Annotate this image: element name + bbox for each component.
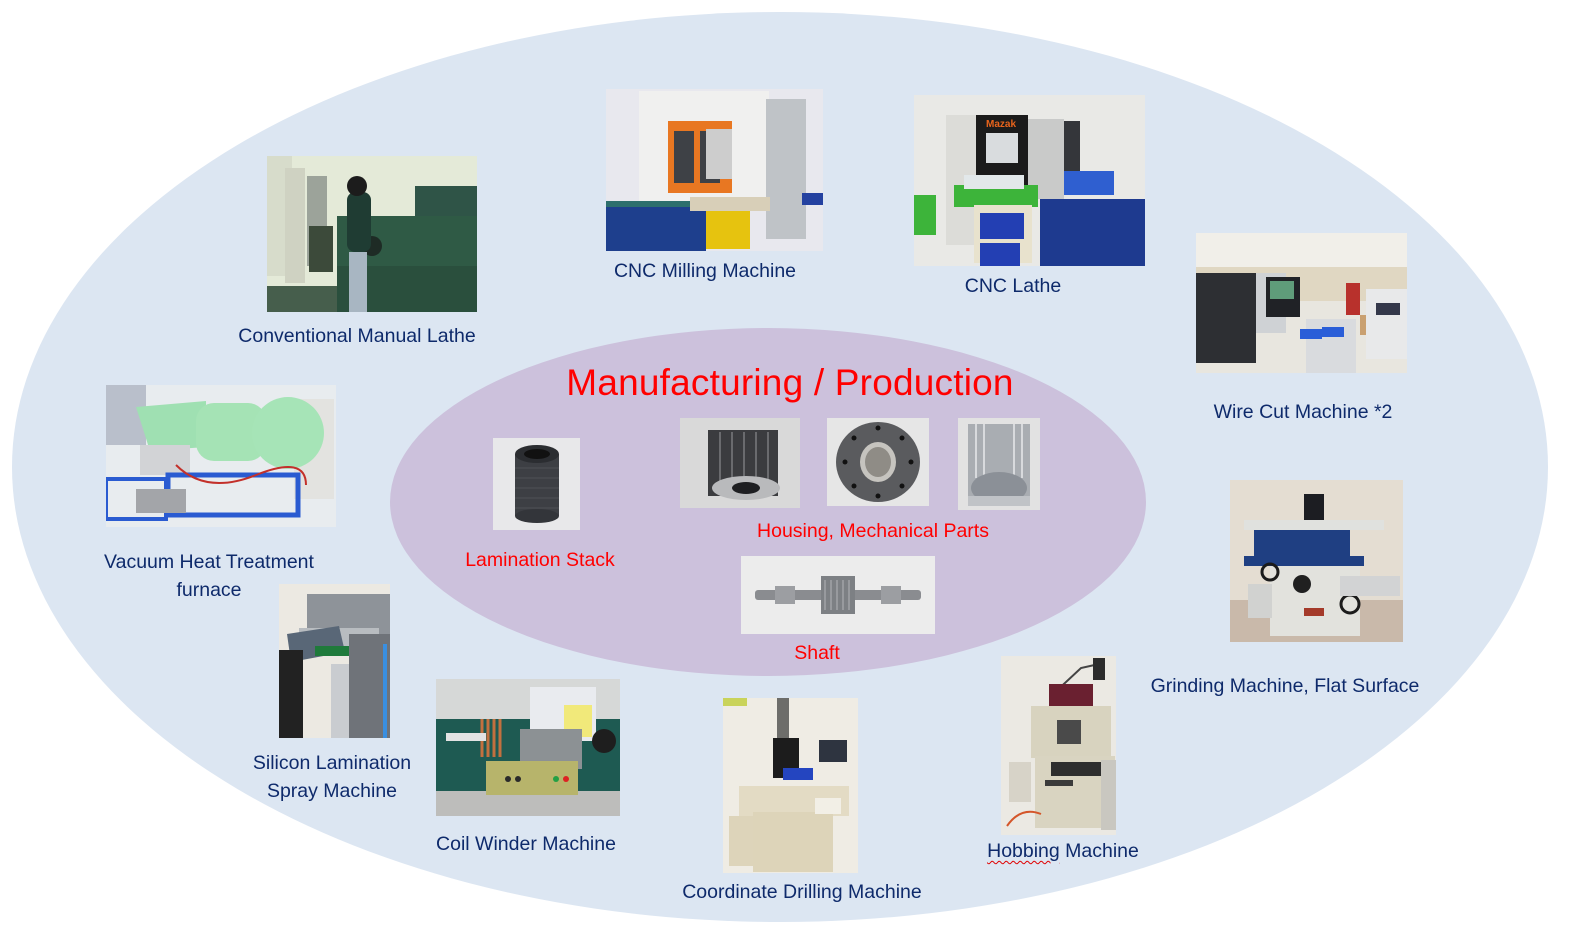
- lamination-stack-photo: [493, 438, 580, 530]
- grinding-machine-image: [1230, 480, 1403, 642]
- wire-cut-image: [1196, 233, 1407, 373]
- cnc-lathe-image: Mazak: [914, 95, 1145, 266]
- cnc-milling-machine-photo: [606, 89, 823, 251]
- machine-label-wire-cut-machine: Wire Cut Machine *2: [1213, 401, 1393, 423]
- vacuum-heat-treatment-furnace-photo: [106, 385, 336, 527]
- cnc-lathe-photo: Mazak: [914, 95, 1145, 266]
- machine-label-hobbing-machine: Hobbing Machine: [966, 837, 1160, 865]
- hobbing-machine-image: [1001, 656, 1116, 835]
- machine-label-coil-winder: Coil Winder Machine: [436, 833, 616, 855]
- machine-label-vacuum-heat-treatment: Vacuum Heat Treatment furnace: [80, 548, 338, 604]
- shaft-photo: [741, 556, 935, 634]
- manual-lathe-image: [267, 156, 477, 312]
- slotted-rotor-image: [680, 418, 800, 508]
- machine-label-coordinate-drilling: Coordinate Drilling Machine: [682, 881, 922, 903]
- machine-label-hobbing-word: Hobbing: [987, 840, 1060, 862]
- coordinate-drilling-machine-photo: [723, 698, 858, 873]
- grinding-machine-photo: [1230, 480, 1403, 642]
- shaft-image: [741, 556, 935, 634]
- machine-label-cnc-lathe: CNC Lathe: [964, 275, 1062, 297]
- coordinate-drilling-image: [723, 698, 858, 873]
- machine-label-grinding-machine: Grinding Machine, Flat Surface: [1150, 675, 1420, 697]
- flange-image: [827, 418, 929, 506]
- machine-label-conventional-manual-lathe: Conventional Manual Lathe: [238, 325, 476, 347]
- product-label-shaft: Shaft: [794, 642, 840, 664]
- conventional-manual-lathe-photo: [267, 156, 477, 312]
- housing-part-2-photo: [827, 418, 929, 506]
- svg-text:Mazak: Mazak: [986, 119, 1016, 130]
- lamination-stack-image: [493, 438, 580, 530]
- machine-label-cnc-milling-machine: CNC Milling Machine: [613, 260, 797, 282]
- vacuum-furnace-image: [106, 385, 336, 527]
- cnc-milling-image: [606, 89, 823, 251]
- product-label-lamination-stack: Lamination Stack: [465, 549, 615, 571]
- machine-label-vacuum-line2: furnace: [176, 579, 242, 601]
- machine-label-spray-line1: Silicon Lamination: [252, 752, 412, 774]
- center-title: Manufacturing / Production: [566, 362, 1014, 403]
- housing-part-1-photo: [680, 418, 800, 508]
- machine-label-hobbing-rest: Machine: [1059, 840, 1139, 862]
- aluminum-housing-image: [958, 418, 1040, 510]
- machine-label-silicon-lamination-spray: Silicon Lamination Spray Machine: [232, 749, 432, 805]
- machine-label-vacuum-line1: Vacuum Heat Treatment: [104, 551, 314, 573]
- coil-winder-machine-photo: [436, 679, 620, 816]
- coil-winder-image: [436, 679, 620, 816]
- wire-cut-machine-photo: [1196, 233, 1407, 373]
- spray-machine-image: [279, 584, 390, 738]
- housing-part-3-photo: [958, 418, 1040, 510]
- silicon-lamination-spray-machine-photo: [279, 584, 390, 738]
- machine-label-spray-line2: Spray Machine: [266, 780, 398, 802]
- hobbing-machine-photo: [1001, 656, 1116, 835]
- product-label-housing: Housing, Mechanical Parts: [757, 520, 989, 542]
